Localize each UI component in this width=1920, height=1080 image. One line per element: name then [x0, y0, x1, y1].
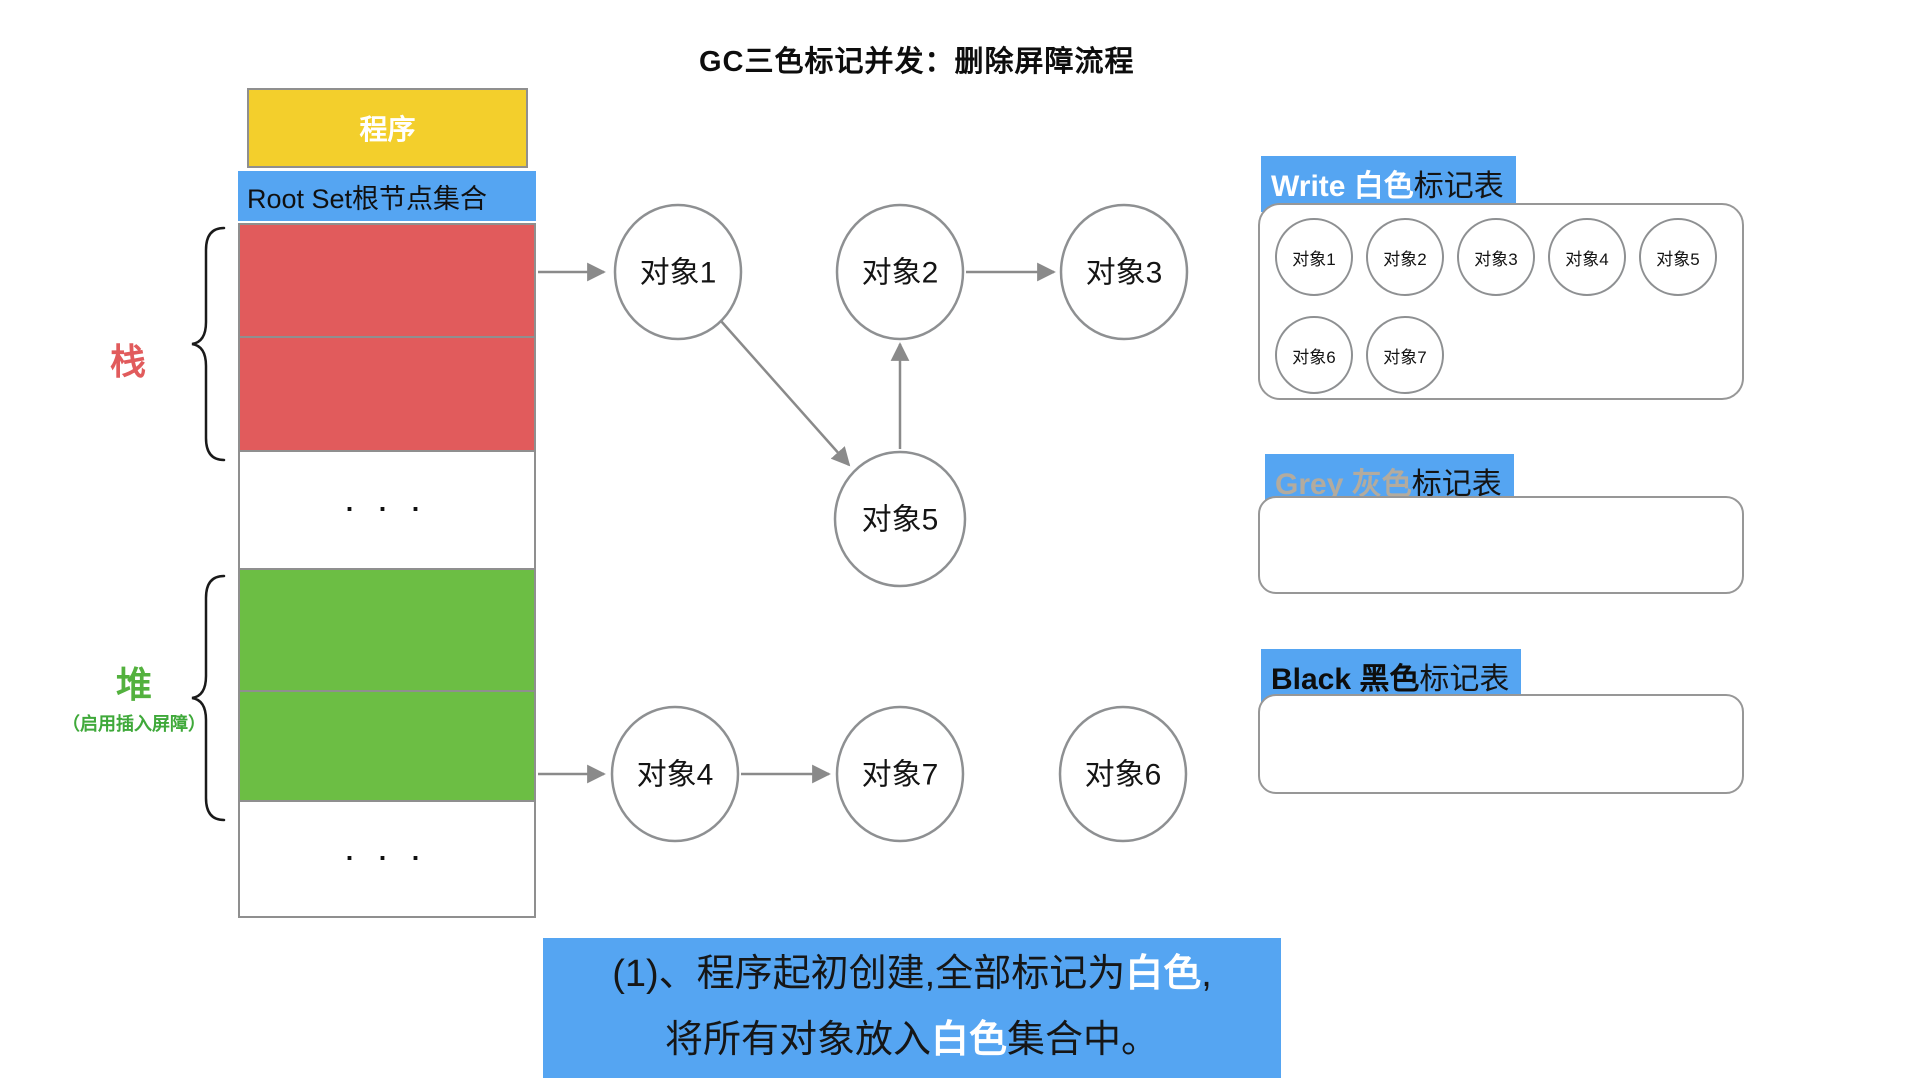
root-set-label: Root Set根节点集合	[247, 183, 488, 214]
memory-ellipsis-2: . . .	[238, 800, 536, 918]
svg-text:对象7: 对象7	[862, 759, 939, 792]
svg-text:对象3: 对象3	[1086, 257, 1163, 290]
white-item: 对象6	[1275, 316, 1353, 394]
graph-node-obj5: 对象5	[833, 450, 967, 588]
white-item: 对象1	[1275, 218, 1353, 296]
black-table-box	[1258, 694, 1744, 794]
white-item: 对象4	[1548, 218, 1626, 296]
heap-segment-1	[238, 568, 536, 692]
white-table-header: Write 白色标记表	[1261, 156, 1516, 212]
program-box: 程序	[247, 88, 528, 168]
black-table-title-suffix: 标记表	[1419, 663, 1510, 696]
caption-highlight: 白色	[1125, 953, 1202, 995]
heap-segment-2	[238, 690, 536, 802]
caption-line-2: 将所有对象放入白色集合中。	[664, 1019, 1160, 1061]
white-item: 对象7	[1366, 316, 1444, 394]
graph-node-obj3: 对象3	[1059, 203, 1189, 341]
svg-text:对象6: 对象6	[1085, 759, 1162, 792]
ellipsis-dots: . . .	[345, 486, 429, 517]
graph-node-obj2: 对象2	[835, 203, 965, 341]
white-table-title-suffix: 标记表	[1413, 170, 1504, 203]
grey-table-box	[1258, 496, 1744, 594]
svg-text:对象2: 对象2	[862, 257, 939, 290]
stack-brace	[191, 226, 226, 462]
graph-node-obj7: 对象7	[835, 705, 965, 843]
svg-text:对象1: 对象1	[640, 257, 717, 290]
caption-line-1: (1)、程序起初创建,全部标记为白色,	[612, 953, 1212, 995]
heap-brace	[191, 574, 226, 822]
white-table-title: Write 白色	[1271, 170, 1414, 203]
ellipsis-dots: . . .	[345, 835, 429, 866]
grey-table-title-suffix: 标记表	[1411, 468, 1502, 501]
graph-node-obj1: 对象1	[613, 203, 743, 341]
heap-note-label: （启用插入屏障）	[62, 714, 206, 734]
svg-text:对象4: 对象4	[637, 759, 714, 792]
root-set-box: Root Set根节点集合	[238, 171, 536, 221]
black-table-title: Black 黑色	[1271, 663, 1420, 696]
grey-table-title: Grey 灰色	[1275, 468, 1412, 501]
white-item: 对象2	[1366, 218, 1444, 296]
heap-label: 堆	[116, 664, 153, 705]
page-title: GC三色标记并发：删除屏障流程	[699, 46, 1135, 78]
program-label: 程序	[359, 114, 416, 145]
svg-text:对象5: 对象5	[862, 504, 939, 537]
caption-highlight: 白色	[930, 1019, 1007, 1061]
step-caption: (1)、程序起初创建,全部标记为白色, 将所有对象放入白色集合中。	[543, 938, 1281, 1078]
graph-node-obj4: 对象4	[610, 705, 740, 843]
white-table-box: 对象1 对象2 对象3 对象4 对象5 对象6 对象7	[1258, 203, 1744, 400]
graph-node-obj6: 对象6	[1058, 705, 1188, 843]
white-table-items: 对象1 对象2 对象3 对象4 对象5 对象6 对象7	[1260, 205, 1742, 394]
arrow-obj1-to-obj5	[720, 320, 851, 467]
white-item: 对象5	[1639, 218, 1717, 296]
memory-segments: . . . . . .	[238, 223, 536, 918]
stack-label: 栈	[110, 341, 147, 382]
white-item: 对象3	[1457, 218, 1535, 296]
